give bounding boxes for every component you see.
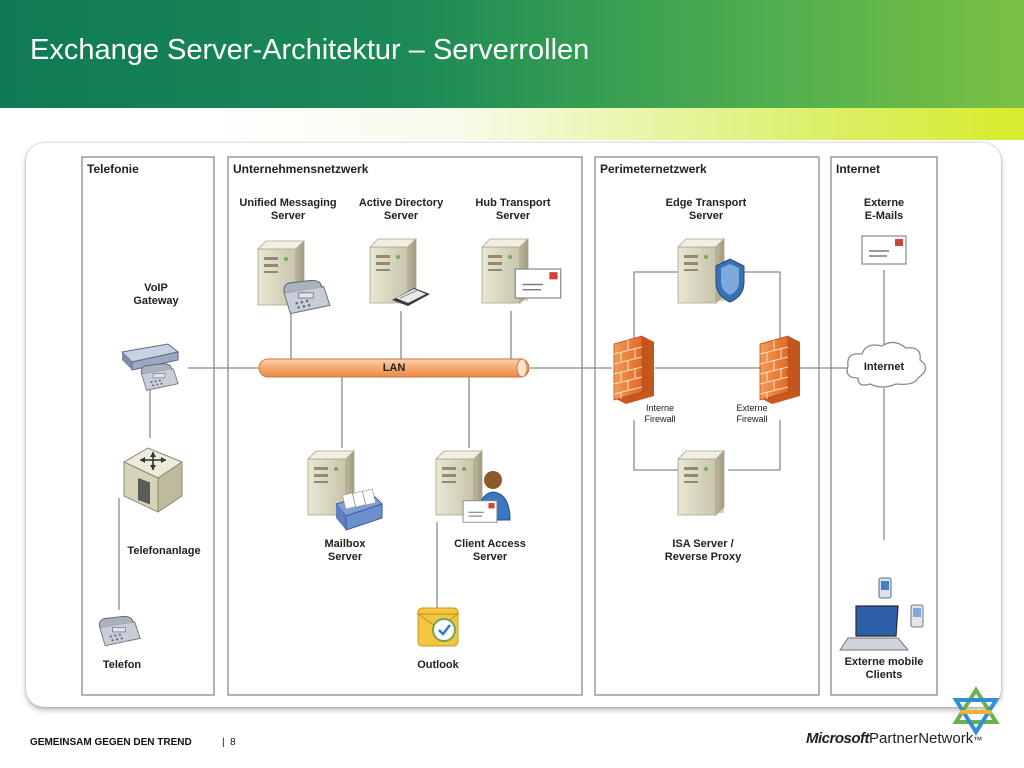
zone-title-telefonie: Telefonie [87,162,139,176]
footer-page: | 8 [222,737,236,748]
label-mailbox-server: Mailbox Server [324,538,366,563]
zone-title-internet: Internet [836,162,881,176]
label-isa-server: ISA Server / Reverse Proxy [664,538,742,563]
label-um-server: Unified Messaging Server [239,197,337,222]
slide-title: Exchange Server-Architektur – Serverroll… [30,34,590,66]
label-lan: LAN [382,362,406,374]
label-edge-server: Edge Transport Server [665,197,747,222]
logo-brand: Microsoft [806,730,870,747]
partner-network-mark-icon [952,686,1000,736]
label-telefon: Telefon [102,659,142,671]
zone-perimeternetzwerk [594,156,820,696]
unified-messaging-server-icon [257,240,331,315]
zone-title-unternehmensnetzwerk: Unternehmensnetzwerk [233,162,369,176]
partner-network-logo: MicrosoftPartnerNetwork™ [806,730,982,748]
zone-telefonie [81,156,215,696]
interne-firewall-icon [613,335,655,404]
client-access-server-icon [435,450,511,523]
slide-header [0,0,1024,108]
internet-cloud-icon [846,341,927,388]
label-externe-emails: Externe E-Mails [863,197,905,222]
label-externe-firewall: Externe Firewall [736,403,768,424]
zone-internet [830,156,938,696]
label-outlook: Outlook [417,659,459,671]
externe-emails-icon [861,235,907,265]
outlook-icon [416,607,460,647]
label-voip-gateway: VoIP Gateway [133,282,179,307]
zone-title-perimeternetzwerk: Perimeternetzwerk [600,162,707,176]
active-directory-server-icon [369,238,430,306]
connection-lines [118,270,885,610]
hub-transport-server-icon [481,238,562,304]
label-internet-cloud: Internet [863,361,905,373]
externe-firewall-icon [759,335,801,404]
diagram-card [26,143,1001,707]
label-telefonanlage: Telefonanlage [127,545,201,557]
footer-separator: | [222,737,225,748]
page-number: 8 [230,737,236,748]
logo-trademark: ™ [973,735,983,745]
logo-text: PartnerNetwork [869,730,974,747]
telefonanlage-icon [122,447,184,513]
mailbox-server-icon [307,450,383,531]
mobile-clients-icon [839,577,924,651]
voip-gateway-icon [120,343,180,391]
isa-server-icon [677,450,725,516]
edge-transport-server-icon [677,238,745,304]
label-ad-server: Active Directory Server [358,197,444,222]
lan-bus [258,358,530,378]
footer-tagline: GEMEINSAM GEGEN DEN TREND [30,737,192,748]
label-cas-server: Client Access Server [454,538,526,563]
zone-unternehmensnetzwerk [227,156,583,696]
label-interne-firewall: Interne Firewall [644,403,676,424]
header-gradient-band [0,108,1024,140]
telefon-icon [98,615,141,647]
label-hub-server: Hub Transport Server [475,197,551,222]
label-mobile-clients: Externe mobile Clients [844,656,924,681]
